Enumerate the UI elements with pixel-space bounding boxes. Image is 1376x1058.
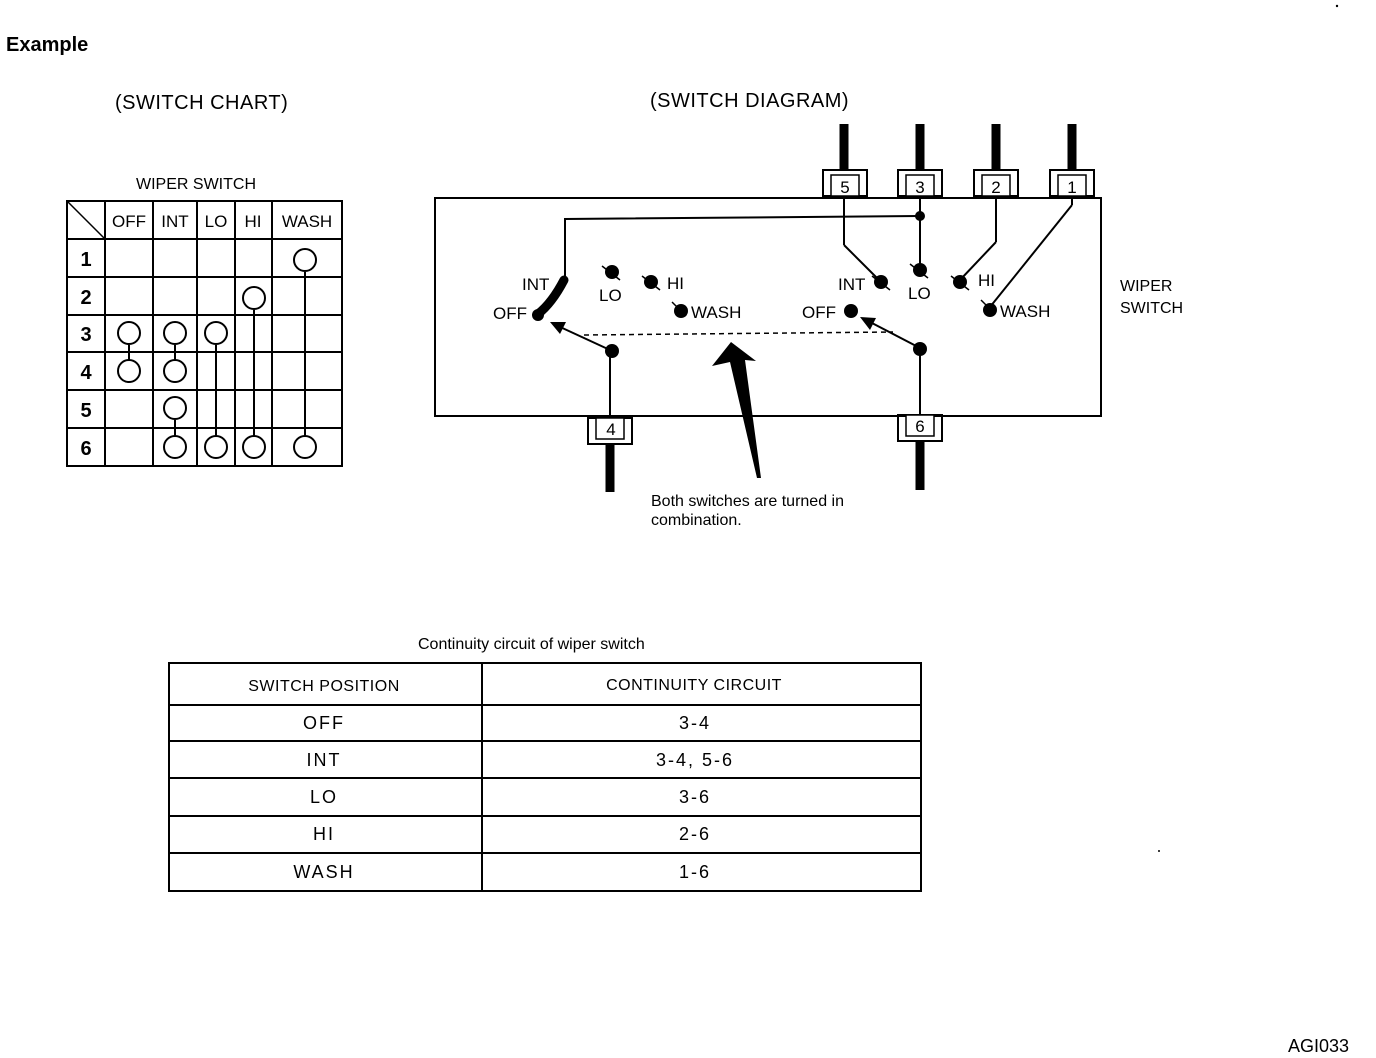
wiper-label-line2: SWITCH (1120, 300, 1184, 317)
chart-col-lo: LO (205, 212, 228, 231)
chart-connection-circles (117, 248, 317, 459)
wiper-label-line1: WIPER (1120, 278, 1173, 295)
circle-lo-6 (204, 435, 228, 459)
circle-wash-6 (293, 435, 317, 459)
chart-border (66, 200, 343, 467)
circle-int-4 (163, 359, 187, 383)
switch-chart-grid (66, 200, 343, 467)
switch-chart-label: WIPER SWITCH (136, 176, 256, 193)
combination-note: Both switches are turned in combination. (651, 492, 844, 530)
chart-col-wash: WASH (282, 212, 332, 231)
chart-col-int: INT (161, 212, 188, 231)
circle-off-3 (117, 321, 141, 345)
right-switch: INT LO HI OFF WASH (802, 263, 1050, 356)
terminal-1: 1 (1049, 124, 1095, 197)
right-off-contact (844, 304, 858, 318)
chart-row-5: 5 (80, 400, 91, 422)
left-pivot (605, 344, 619, 358)
right-label-lo: LO (908, 284, 931, 303)
circle-off-4 (117, 359, 141, 383)
terminal-4-label: 4 (606, 420, 615, 439)
terminal-6-label: 6 (915, 417, 924, 436)
circle-int-3 (163, 321, 187, 345)
terminal-3: 3 (897, 124, 943, 197)
continuity-caption: Continuity circuit of wiper switch (418, 636, 645, 653)
continuity-circuit-cell: 1-6 (679, 862, 711, 882)
pointer-arrow (712, 342, 761, 478)
chart-row-1: 1 (80, 249, 91, 271)
switch-housing (434, 197, 1102, 417)
note-line-1: Both switches are turned in (651, 493, 844, 510)
left-label-lo: LO (599, 286, 622, 305)
right-label-int: INT (838, 275, 865, 294)
chart-corner-diagonal (66, 200, 106, 240)
left-switch: INT LO HI OFF WASH (493, 265, 741, 358)
terminal-1-label: 1 (1067, 178, 1076, 197)
continuity-header-position: SWITCH POSITION (248, 678, 400, 695)
chart-row-4: 4 (80, 362, 92, 384)
continuity-position-cell: OFF (303, 713, 345, 733)
continuity-row: OFF 3-4 (303, 713, 711, 733)
circle-lo-3 (204, 321, 228, 345)
continuity-position-cell: LO (310, 787, 338, 807)
circle-wash-1 (293, 248, 317, 272)
chart-connection-lines (128, 272, 306, 436)
terminal-2: 2 (973, 124, 1019, 197)
continuity-row: HI 2-6 (313, 824, 711, 844)
right-label-hi: HI (978, 271, 995, 290)
internal-wiring (564, 196, 1073, 418)
linkage-dashed-line (583, 331, 894, 336)
chart-row-2: 2 (80, 287, 91, 309)
continuity-circuit-cell: 3-6 (679, 787, 711, 807)
terminal-2-label: 2 (991, 178, 1000, 197)
print-speck (1335, 4, 1339, 8)
chart-row-3: 3 (80, 324, 91, 346)
switch-chart-heading: (SWITCH CHART) (115, 92, 289, 114)
continuity-row: WASH 1-6 (293, 862, 711, 882)
continuity-circuit-cell: 2-6 (679, 824, 711, 844)
continuity-circuit-cell: 3-4 (679, 713, 711, 733)
circle-int-6 (163, 435, 187, 459)
continuity-table-grid (168, 662, 922, 892)
switch-diagram-heading: (SWITCH DIAGRAM) (650, 90, 850, 112)
junction-dot (915, 211, 925, 221)
terminal-5: 5 (822, 124, 868, 197)
circle-int-5 (163, 396, 187, 420)
continuity-header-circuit: CONTINUITY CIRCUIT (606, 677, 782, 694)
continuity-position-cell: HI (313, 824, 335, 844)
left-label-off: OFF (493, 304, 527, 323)
chart-row-6: 6 (80, 438, 91, 460)
right-label-off: OFF (802, 303, 836, 322)
left-label-int: INT (522, 275, 549, 294)
terminal-6: 6 (897, 414, 943, 490)
page-title: Example (6, 34, 89, 56)
figure-id: AGI033 (1288, 1036, 1350, 1056)
circle-hi-2 (242, 286, 266, 310)
right-pivot (913, 342, 927, 356)
circle-hi-6 (242, 435, 266, 459)
note-line-2: combination. (651, 512, 742, 529)
terminal-4: 4 (587, 417, 633, 492)
left-label-hi: HI (667, 274, 684, 293)
left-lo-contact (605, 265, 619, 279)
left-label-wash: WASH (691, 303, 741, 322)
right-label-wash: WASH (1000, 302, 1050, 321)
continuity-position-cell: INT (307, 750, 342, 770)
terminal-5-label: 5 (840, 178, 849, 197)
right-lo-contact (913, 263, 927, 277)
continuity-row: INT 3-4, 5-6 (307, 750, 734, 770)
continuity-row: LO 3-6 (310, 787, 711, 807)
terminal-3-label: 3 (915, 178, 924, 197)
chart-col-off: OFF (112, 212, 146, 231)
continuity-circuit-cell: 3-4, 5-6 (656, 750, 734, 770)
print-speck (1158, 850, 1160, 852)
wiper-switch-label: WIPER SWITCH (1120, 276, 1183, 320)
chart-col-hi: HI (245, 212, 262, 231)
continuity-position-cell: WASH (293, 862, 354, 882)
